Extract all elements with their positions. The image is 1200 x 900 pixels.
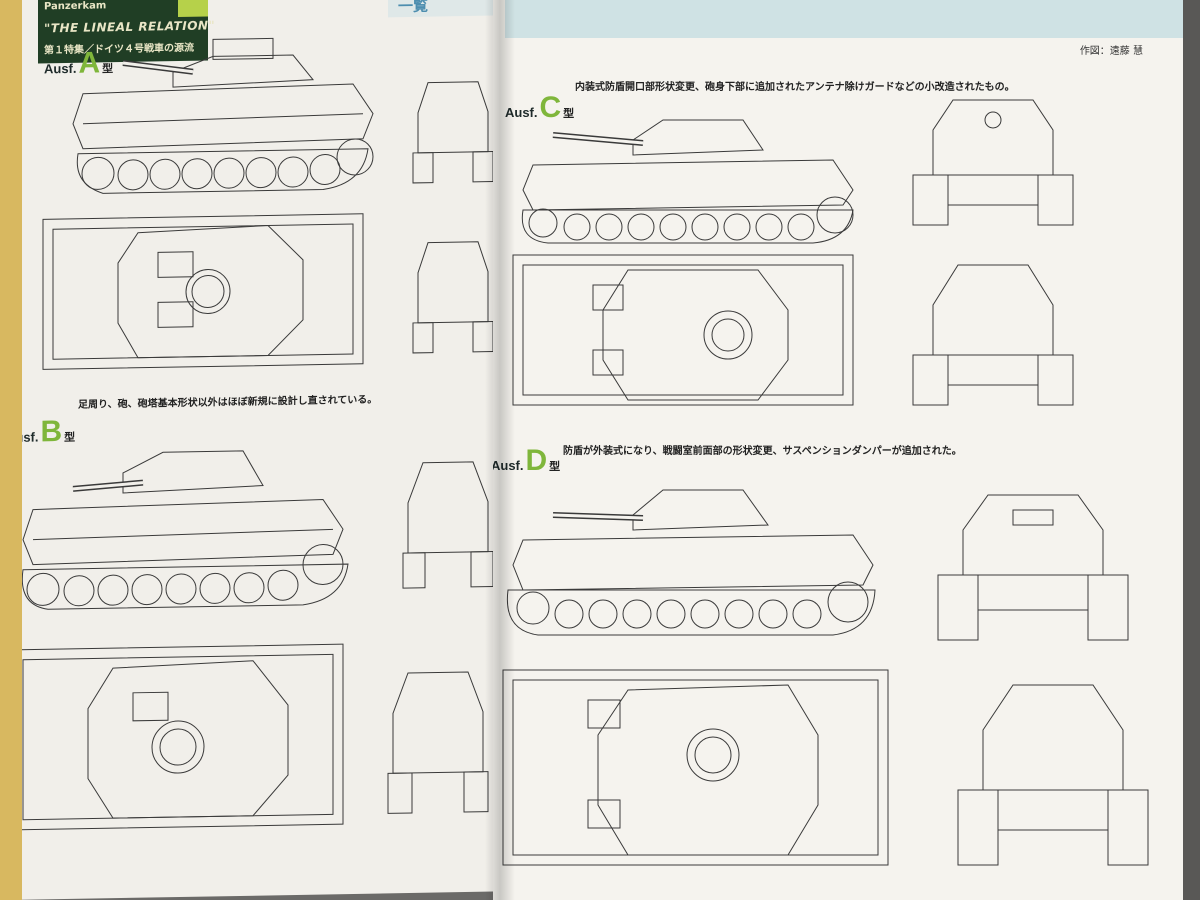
tank-top-view-a <box>38 199 368 380</box>
illustration-credit: 作図：遠藤 慧 <box>1079 46 1143 57</box>
tank-rear-view-b <box>383 662 493 824</box>
tank-rear-view-d <box>943 680 1163 870</box>
right-header-banner <box>505 0 1183 38</box>
page-edge-right <box>1183 0 1200 900</box>
ausf-prefix: Ausf. <box>505 105 538 120</box>
variant-suffix: 型 <box>563 107 575 120</box>
variant-letter: D <box>525 444 548 477</box>
left-page: Panzerkam "THE LINEAL RELATION" 第１特集／ドイツ… <box>8 0 500 900</box>
road-wheels <box>27 544 343 607</box>
tank-side-view-a <box>63 28 383 204</box>
variant-description-d: 防盾が外装式になり、戦闘室前面部の形状変更、サスペンションダンパーが追加された。 <box>563 446 962 457</box>
tank-top-view-b <box>13 634 353 840</box>
variant-suffix: 型 <box>549 460 561 473</box>
title-fragment: 一覧 <box>398 0 429 16</box>
tank-side-view-c <box>513 105 873 245</box>
tank-front-view-a <box>408 71 498 183</box>
page-edge <box>0 0 22 900</box>
variant-letter: C <box>539 91 562 124</box>
right-page: 作図：遠藤 慧 Ausf. C 型 内装式防盾開口部形状変更、砲身下部に追加され… <box>493 0 1183 900</box>
tank-rear-view-c <box>903 260 1083 410</box>
ausf-prefix: Ausf. <box>493 458 524 473</box>
variant-label-d: Ausf. D 型 <box>493 446 560 476</box>
tank-front-view-c <box>903 90 1083 230</box>
tank-top-view-d <box>498 660 893 870</box>
variant-description-c: 内装式防盾開口部形状変更、砲身下部に追加されたアンテナ除けガードなどの小改造され… <box>575 82 1015 93</box>
road-wheels <box>82 139 373 191</box>
road-wheels <box>517 582 868 628</box>
series-label: Panzerkam <box>44 0 107 13</box>
tank-side-view-b <box>13 424 363 620</box>
title-strip: 一覧 <box>388 0 500 18</box>
variant-label-c: Ausf. C 型 <box>505 93 574 123</box>
tank-front-view-b <box>398 451 498 593</box>
tank-side-view-d <box>503 480 883 640</box>
tank-front-view-d <box>928 485 1138 645</box>
variant-description-b: 足周り、砲、砲塔基本形状以外はほぼ新規に設計し直されている。 <box>78 394 378 411</box>
tank-top-view-c <box>508 250 858 420</box>
road-wheels <box>529 197 853 240</box>
header-accent <box>178 0 208 18</box>
tank-rear-view-a <box>408 231 498 353</box>
